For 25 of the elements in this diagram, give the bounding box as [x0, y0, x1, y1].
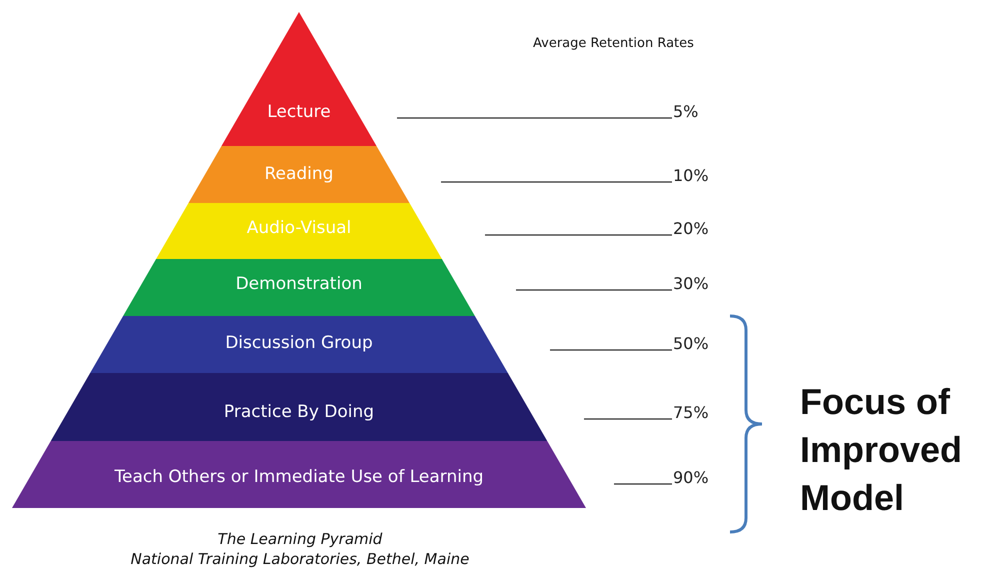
percentage-label: 5% — [673, 102, 723, 121]
pyramid-tier: Demonstration — [123, 259, 475, 316]
pyramid-tier: Lecture — [221, 12, 377, 146]
leader-line — [584, 418, 672, 420]
column-heading: Average Retention Rates — [533, 36, 695, 51]
leader-line — [441, 181, 672, 183]
leader-line — [516, 289, 672, 291]
caption: The Learning Pyramid — [216, 530, 384, 548]
percentage-label: 30% — [673, 274, 723, 293]
percentage-label: 50% — [673, 334, 723, 353]
leader-line — [550, 349, 672, 351]
annotation: Focus of Improved Model — [800, 380, 964, 520]
percentage-label: 75% — [673, 403, 723, 422]
caption: National Training Laboratories, Bethel, Maine — [130, 550, 470, 568]
leader-line — [397, 117, 672, 119]
pyramid-tier: Discussion Group — [90, 316, 508, 373]
pyramid-tier: Audio-Visual — [156, 203, 442, 259]
pyramid-tier: Teach Others or Immediate Use of Learning — [12, 441, 586, 508]
leader-line — [614, 483, 672, 485]
percentage-label: 90% — [673, 468, 723, 487]
pyramid-tier: Reading — [188, 146, 410, 203]
pyramid-tier: Practice By Doing — [50, 373, 548, 441]
leader-line — [485, 234, 672, 236]
percentage-label: 10% — [673, 166, 723, 185]
percentage-label: 20% — [673, 219, 723, 238]
